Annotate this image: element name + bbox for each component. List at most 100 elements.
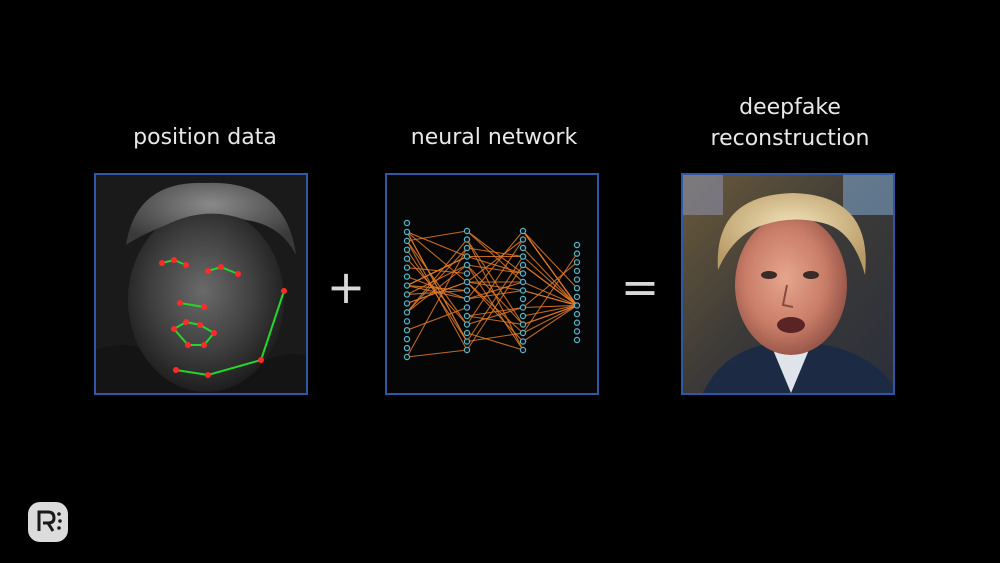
network-node	[519, 253, 527, 260]
network-edge	[406, 231, 468, 342]
network-edge	[466, 315, 524, 326]
network-node	[403, 353, 411, 361]
network-edge	[522, 304, 578, 326]
network-edge	[466, 239, 524, 325]
network-edge	[406, 249, 468, 342]
network-node	[403, 335, 411, 343]
equals-operator: =	[620, 260, 660, 314]
network-node	[573, 267, 581, 275]
network-edge	[406, 281, 468, 304]
network-node	[519, 312, 527, 320]
network-node	[519, 321, 527, 328]
network-node	[403, 237, 411, 245]
position-data-panel	[94, 173, 308, 395]
network-node	[463, 304, 471, 311]
network-node	[463, 244, 471, 252]
network-edge	[406, 258, 468, 325]
network-node	[403, 228, 411, 236]
network-edge	[406, 256, 468, 287]
network-node	[519, 346, 527, 354]
network-node	[519, 236, 527, 243]
network-edge	[522, 304, 578, 334]
network-node	[519, 329, 527, 337]
network-node	[519, 270, 527, 277]
network-node	[519, 304, 527, 311]
network-node	[573, 293, 581, 301]
network-edge	[466, 281, 524, 342]
network-edge	[522, 230, 578, 306]
network-node	[573, 319, 581, 326]
network-node	[573, 310, 581, 318]
deepfake-label-line1: deepfake	[739, 95, 841, 120]
network-node	[519, 278, 527, 286]
network-node	[519, 287, 527, 294]
network-edge	[406, 231, 468, 283]
neural-network-label: neural network	[410, 125, 578, 150]
neural-network-diagram	[387, 175, 597, 393]
network-node	[403, 344, 411, 352]
landmark-face-image	[96, 175, 306, 393]
network-node	[463, 227, 471, 235]
network-node	[463, 236, 471, 243]
network-node	[519, 295, 527, 303]
network-node	[403, 291, 411, 298]
network-node	[463, 338, 471, 345]
network-node	[403, 219, 411, 227]
position-data-label: position data	[133, 125, 277, 150]
network-node	[519, 261, 527, 269]
network-edge	[522, 230, 578, 289]
network-node	[403, 309, 411, 316]
network-edge	[522, 247, 578, 306]
network-edge	[466, 332, 524, 351]
network-edge	[522, 289, 578, 306]
network-node	[463, 278, 471, 286]
network-edge	[466, 281, 524, 300]
network-node	[573, 302, 581, 309]
network-node	[573, 336, 581, 344]
network-edge	[406, 247, 468, 358]
network-edge	[522, 304, 578, 342]
network-edge	[406, 230, 468, 242]
network-node	[463, 295, 471, 303]
network-node	[573, 284, 581, 292]
network-node	[403, 246, 411, 254]
network-edge	[406, 264, 468, 295]
network-edge	[466, 230, 524, 274]
network-node	[573, 276, 581, 283]
network-node	[573, 259, 581, 266]
network-edge	[522, 281, 578, 306]
network-edge	[522, 304, 578, 309]
network-edge	[466, 264, 524, 351]
deepfake-reconstruction-panel	[681, 173, 895, 395]
network-node	[573, 328, 581, 335]
network-node	[463, 287, 471, 294]
network-edge	[406, 306, 468, 331]
network-node	[403, 300, 411, 307]
deepfake-reconstruction-label: deepfake reconstruction	[685, 92, 895, 154]
network-edge	[522, 264, 578, 306]
network-edge	[522, 304, 578, 317]
network-node	[519, 244, 527, 252]
network-node	[403, 264, 411, 271]
network-node	[519, 338, 527, 345]
network-node	[403, 255, 411, 262]
network-node	[403, 273, 411, 280]
network-node	[573, 241, 581, 249]
network-node	[403, 318, 411, 325]
network-node	[573, 250, 581, 257]
neural-network-panel	[385, 173, 599, 395]
network-node	[463, 321, 471, 328]
network-node	[463, 253, 471, 260]
network-edge	[466, 264, 524, 275]
network-node	[403, 282, 411, 289]
network-edge	[522, 256, 578, 306]
reconstructed-face-image	[683, 175, 893, 393]
network-edge	[406, 240, 468, 325]
network-node	[463, 312, 471, 320]
deepfake-label-line2: reconstruction	[710, 126, 870, 151]
plus-operator: +	[326, 260, 366, 314]
network-edge	[466, 289, 524, 300]
network-node	[463, 270, 471, 277]
network-edge	[406, 349, 468, 358]
network-edge	[466, 281, 524, 292]
